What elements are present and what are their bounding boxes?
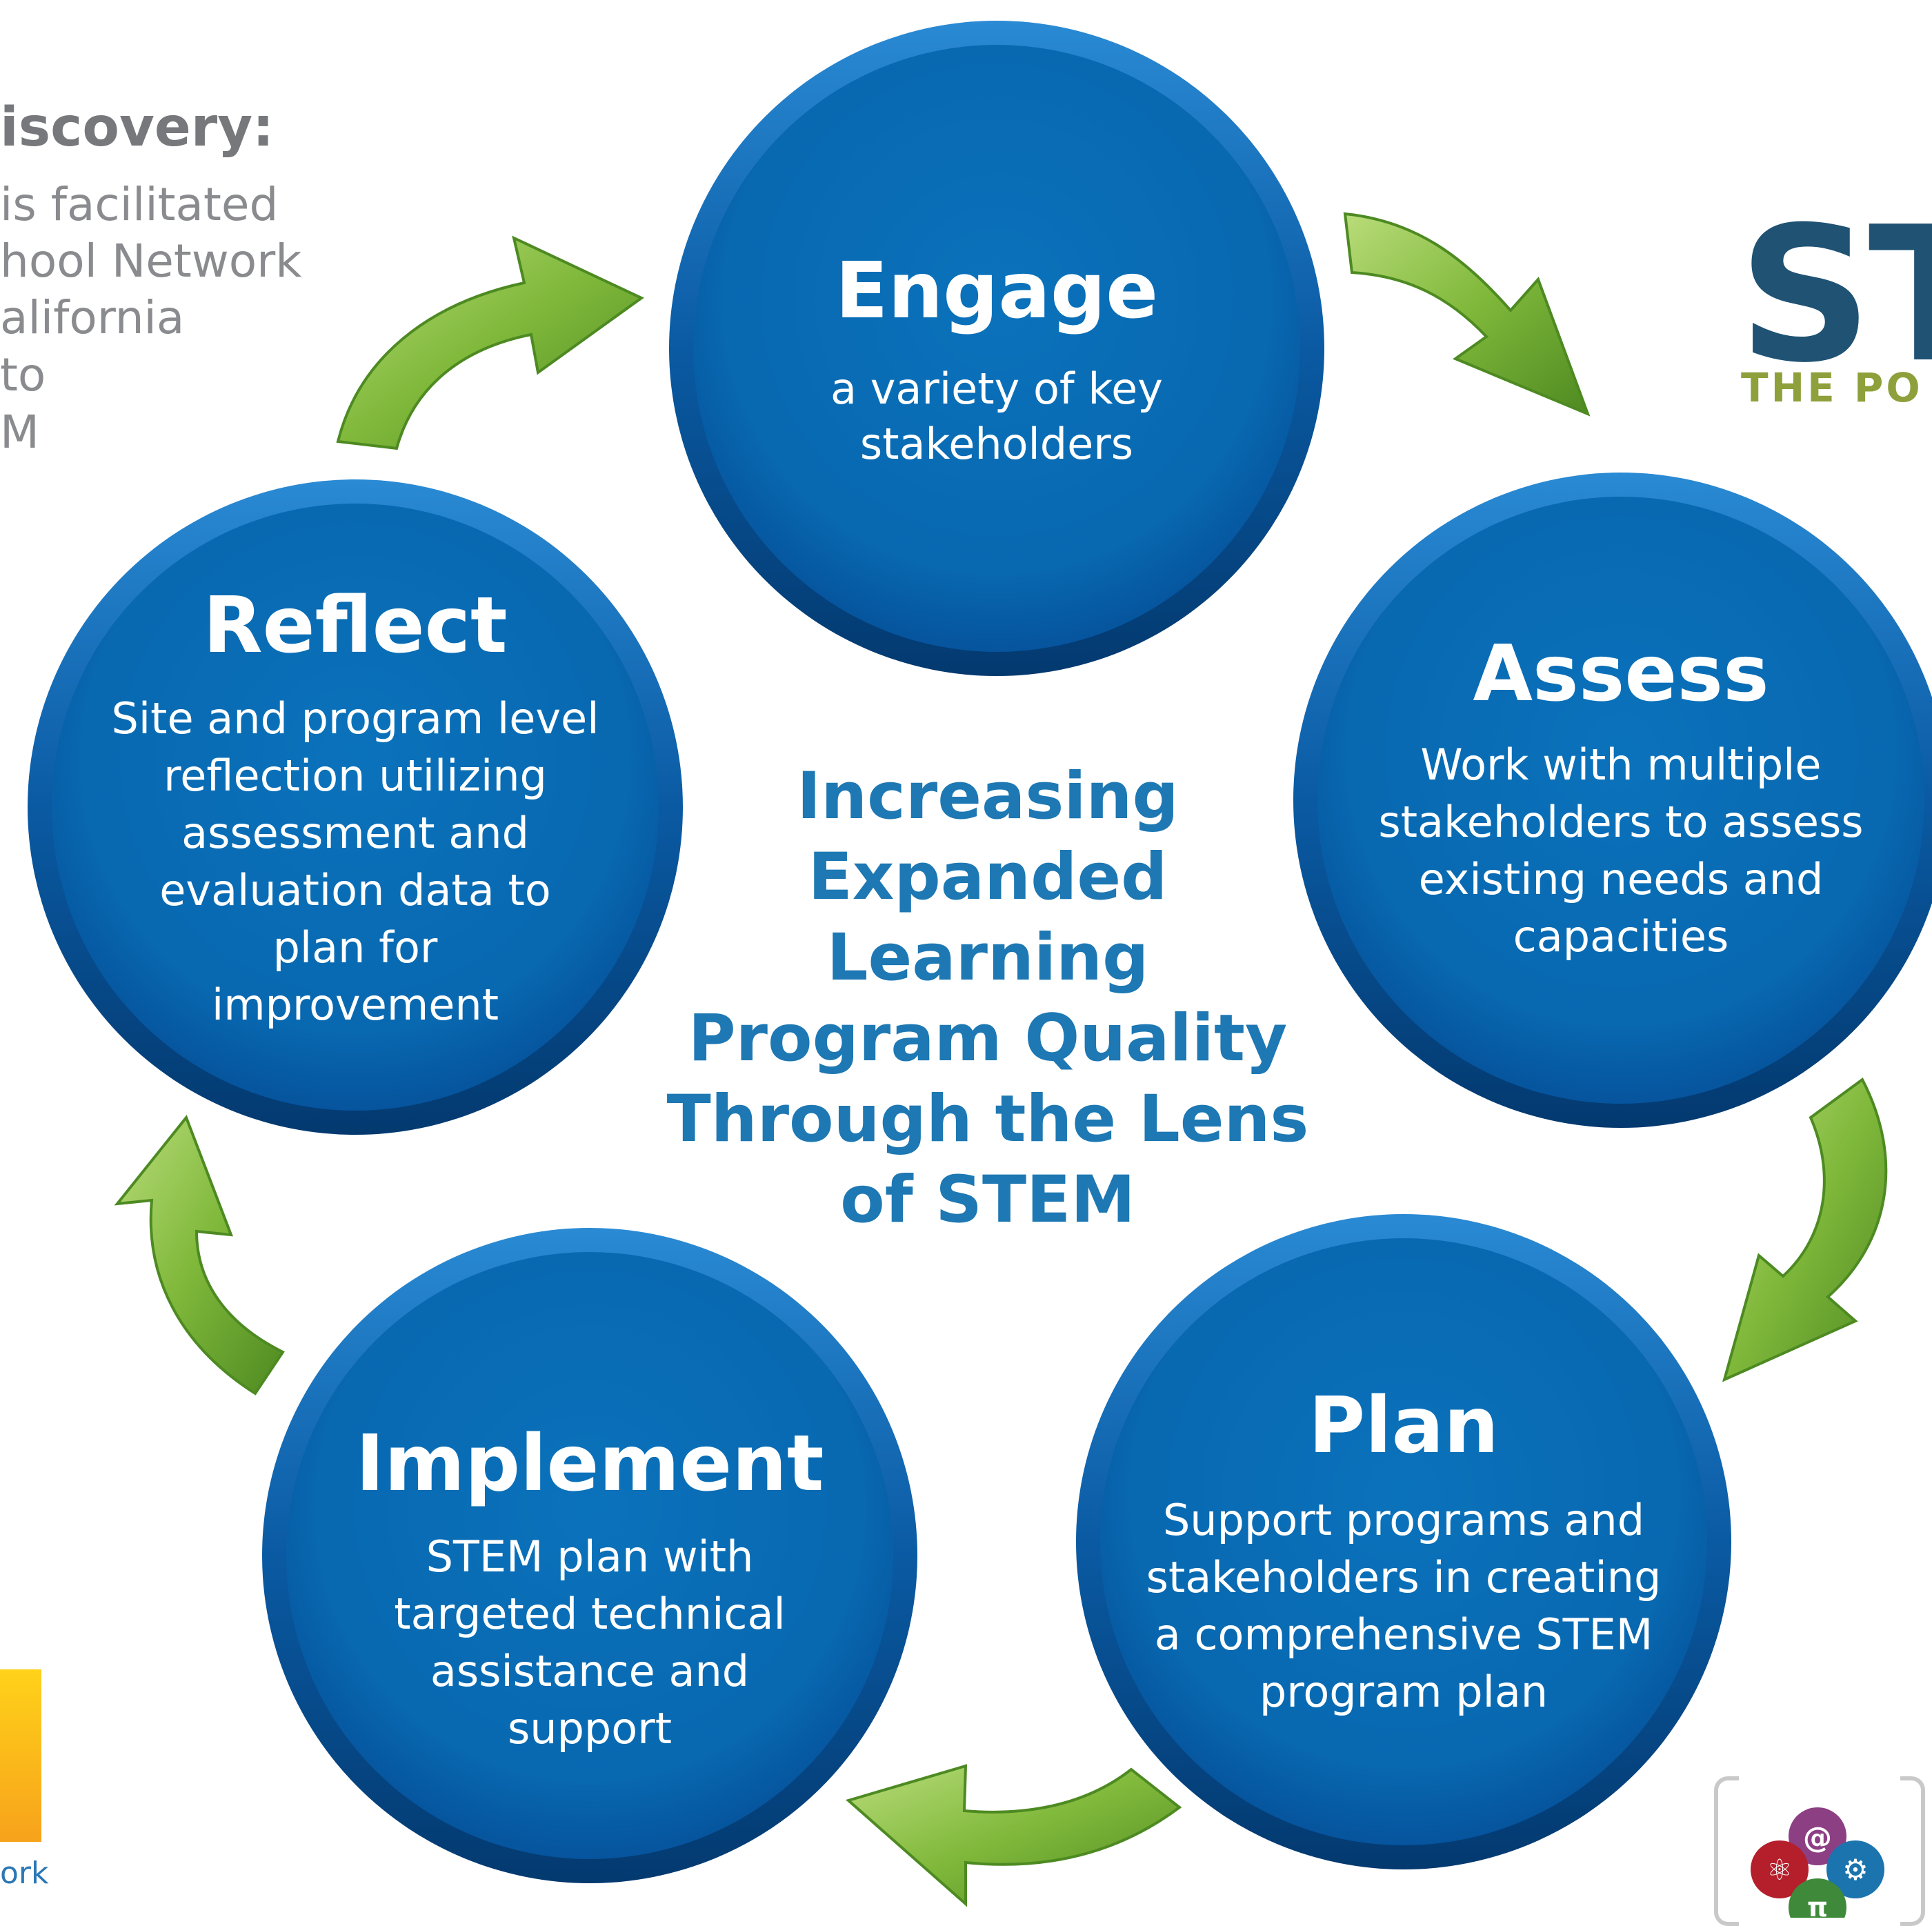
plan-title: Plan: [1308, 1381, 1499, 1471]
engage-body-line: a variety of key: [830, 364, 1163, 414]
stem-symbols-icon: @ ⚛ ⚙ π: [1751, 1807, 1884, 1918]
reflect-body-line: plan for: [273, 922, 438, 973]
implement-body-line: assistance and: [430, 1646, 749, 1696]
reflect-body-line: reflection utilizing: [163, 751, 547, 801]
atom-symbol: ⚛: [1766, 1853, 1793, 1887]
reflect-body-line: assessment and: [181, 808, 529, 858]
disc-implement: [262, 1228, 917, 1883]
arrow-engage-to-assess: [1343, 212, 1591, 417]
arrow-reflect-to-engage: [336, 235, 644, 450]
pi-symbol: π: [1807, 1892, 1828, 1918]
reflect-body-line: evaluation data to: [159, 865, 550, 915]
implement-body-line: support: [508, 1703, 672, 1754]
center-line-2: Expanded: [808, 840, 1168, 915]
reflect-title: Reflect: [203, 581, 507, 671]
assess-body-line: capacities: [1513, 911, 1729, 962]
assess-body-line: existing needs and: [1419, 854, 1824, 904]
plan-body-line: program plan: [1259, 1667, 1548, 1717]
center-line-4: Program Quality: [688, 1001, 1288, 1076]
engage-title: Engage: [835, 246, 1158, 336]
disc-plan: [1076, 1214, 1731, 1869]
at-symbol: @: [1803, 1820, 1832, 1854]
arrow-assess-to-plan: [1722, 1078, 1888, 1382]
engage-body-line: stakeholders: [860, 419, 1133, 469]
intro-line-5: M: [0, 406, 39, 459]
icon-bracket-left: [1714, 1776, 1739, 1926]
disc-reflect: [28, 479, 683, 1135]
intro-line-2: hool Network: [0, 235, 302, 288]
center-line-6: of STEM: [840, 1162, 1135, 1238]
center-line-3: Learning: [826, 920, 1149, 995]
center-line-5: Through the Lens: [666, 1082, 1309, 1157]
assess-body-line: Work with multiple: [1420, 739, 1821, 790]
assess-title: Assess: [1473, 629, 1769, 719]
arrow-implement-to-reflect: [114, 1115, 285, 1396]
disc-assess: [1293, 473, 1932, 1128]
disc-engage: [669, 21, 1324, 676]
stem-logo-wordmark: ST: [1738, 186, 1932, 404]
stem-logo-tagline: THE PO: [1741, 364, 1923, 411]
reflect-body-line: Site and program level: [112, 693, 599, 744]
plan-body-line: Support programs and: [1163, 1495, 1644, 1545]
plan-body-line: stakeholders in creating: [1146, 1552, 1662, 1602]
intro-line-3: alifornia: [0, 291, 185, 344]
discovery-heading: iscovery:: [0, 97, 275, 159]
gear-symbol: ⚙: [1842, 1853, 1869, 1887]
center-line-1: Increasing: [797, 759, 1179, 834]
icon-bracket-right: [1900, 1776, 1925, 1926]
partner-logo-text: ork: [0, 1856, 49, 1891]
assess-body-line: stakeholders to assess: [1378, 797, 1863, 847]
intro-line-1: is facilitated: [0, 178, 279, 231]
plan-body-line: a comprehensive STEM: [1155, 1609, 1653, 1660]
arrow-plan-to-implement: [845, 1764, 1182, 1907]
implement-title: Implement: [356, 1419, 824, 1509]
intro-line-4: to: [0, 348, 46, 401]
implement-body-line: STEM plan with: [426, 1531, 754, 1582]
partner-logo: [0, 1669, 41, 1842]
reflect-body-line: improvement: [212, 980, 499, 1030]
implement-body-line: targeted technical: [394, 1589, 785, 1639]
